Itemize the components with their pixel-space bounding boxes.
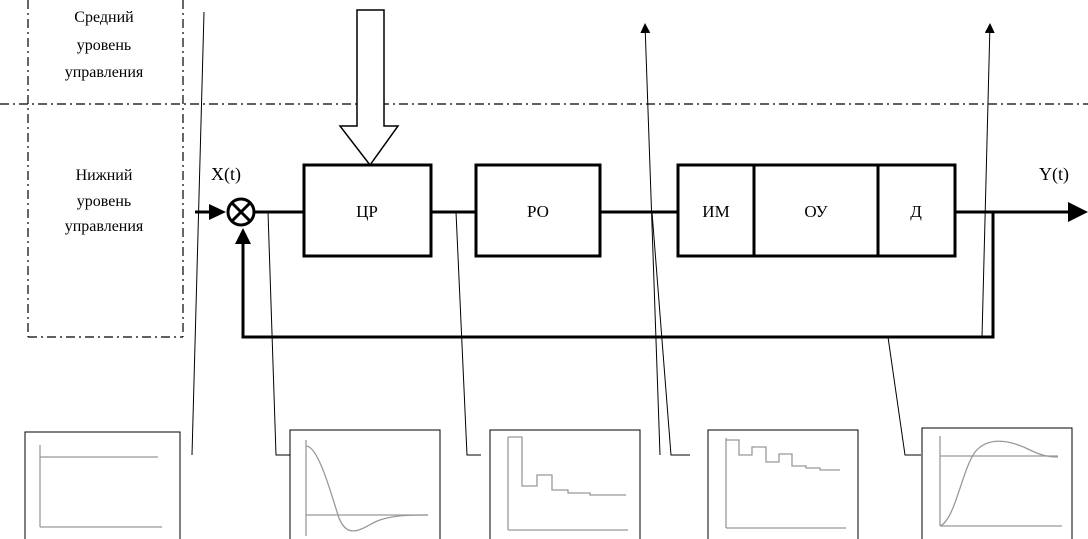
leader-ro-output [651,211,690,456]
lower-level-label: Нижний уровень управления [65,167,144,235]
input-arrowhead [209,204,226,220]
input-from-middle-level-arrow [338,9,400,167]
graph-system-response [921,427,1073,539]
block-ou-label: ОУ [804,202,828,221]
block-cr-label: ЦР [356,202,378,221]
leader-feedback [887,336,921,456]
lower-level-line-3: управления [65,218,144,235]
leader-comparator [267,211,290,456]
block-cr: ЦР [302,163,433,258]
input-signal-label: X(t) [211,164,241,185]
feedback-loop-line [241,212,995,339]
lower-level-line-1: Нижний [76,167,133,184]
leader-cr-output [455,211,481,456]
upward-lead-1 [640,23,661,456]
graph-error-decay [289,429,441,539]
middle-level-line-1: Средний [74,9,134,26]
leader-input [191,11,205,456]
middle-level-line-3: управления [65,64,144,81]
main-signal-path [195,210,1072,339]
graph-controller-output [489,429,641,539]
graph-actuator-output [707,429,859,539]
middle-level-line-2: уровень [77,37,131,54]
output-arrowhead [1068,202,1088,222]
feedback-arrowhead [235,228,251,244]
block-im-label: ИМ [702,202,729,221]
leader-lines [191,11,995,456]
level-boundaries [0,0,1088,338]
block-d-label: Д [910,202,922,221]
middle-level-label: Средний уровень управления [65,9,144,81]
output-signal-label: Y(t) [1039,164,1069,185]
block-ro-label: РО [527,202,549,221]
block-ro: РО [474,163,602,258]
upward-lead-2 [981,23,995,338]
block-group-plant: ИМ ОУ Д [676,163,957,258]
graph-input-step [24,431,181,539]
comparator-element [226,197,256,227]
lower-level-line-2: уровень [77,193,131,210]
